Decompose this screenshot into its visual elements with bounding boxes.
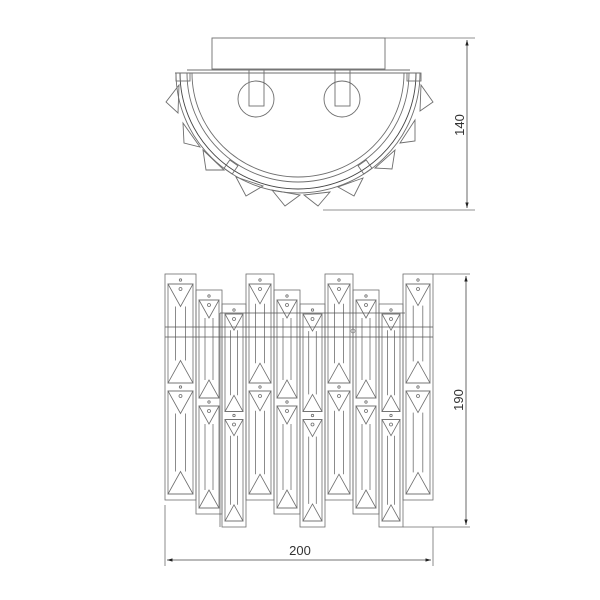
top-view — [165, 37, 434, 207]
crystal-prism — [355, 294, 377, 399]
dimension-190 — [403, 273, 470, 528]
crystal-prism — [248, 385, 272, 495]
crystal-prism — [327, 278, 351, 384]
dimension-label-190: 190 — [451, 389, 466, 411]
dimension-140 — [323, 37, 475, 211]
crystal-prism — [381, 308, 401, 412]
crystal-prism — [302, 308, 323, 412]
crystal-prism — [198, 294, 220, 399]
dimension-label-140: 140 — [452, 114, 467, 136]
crystal-column-front — [221, 303, 247, 528]
dimension-label-200: 200 — [289, 543, 311, 558]
canopy-outer-arc — [175, 72, 421, 194]
front-view-band — [165, 312, 433, 527]
crystal-prism — [276, 400, 298, 509]
mounting-boss-right — [323, 69, 361, 118]
center-mark — [350, 328, 356, 334]
crystal-prism — [224, 413, 244, 522]
crystal-prism — [248, 278, 272, 384]
crystal-prism — [276, 294, 298, 399]
crystal-column-middle — [195, 289, 223, 515]
crystal-column-back — [164, 273, 197, 501]
crystal-column-back — [324, 273, 354, 501]
crystal-column-middle — [273, 289, 301, 515]
crystal-prism — [302, 413, 323, 522]
crystal-prism — [327, 385, 351, 495]
crystal-prism — [224, 308, 244, 412]
crystal-prism — [198, 400, 220, 509]
crystal-column-back — [402, 273, 434, 501]
crystal-prism — [355, 400, 377, 509]
dimension-200 — [164, 505, 434, 566]
crystal-prism — [405, 278, 431, 384]
crystal-prism — [167, 385, 194, 495]
crystal-column-back — [245, 273, 275, 501]
wall-plate — [211, 37, 386, 70]
crystal-column-front — [299, 303, 326, 528]
crystal-prism — [405, 385, 431, 495]
crystal-prism — [167, 278, 194, 384]
crystal-pendants — [165, 83, 434, 207]
crystal-column-front — [378, 303, 404, 528]
front-view — [164, 273, 434, 528]
crystal-column-middle — [352, 289, 380, 515]
crystal-prism — [381, 413, 401, 522]
mounting-boss-left — [237, 69, 275, 118]
